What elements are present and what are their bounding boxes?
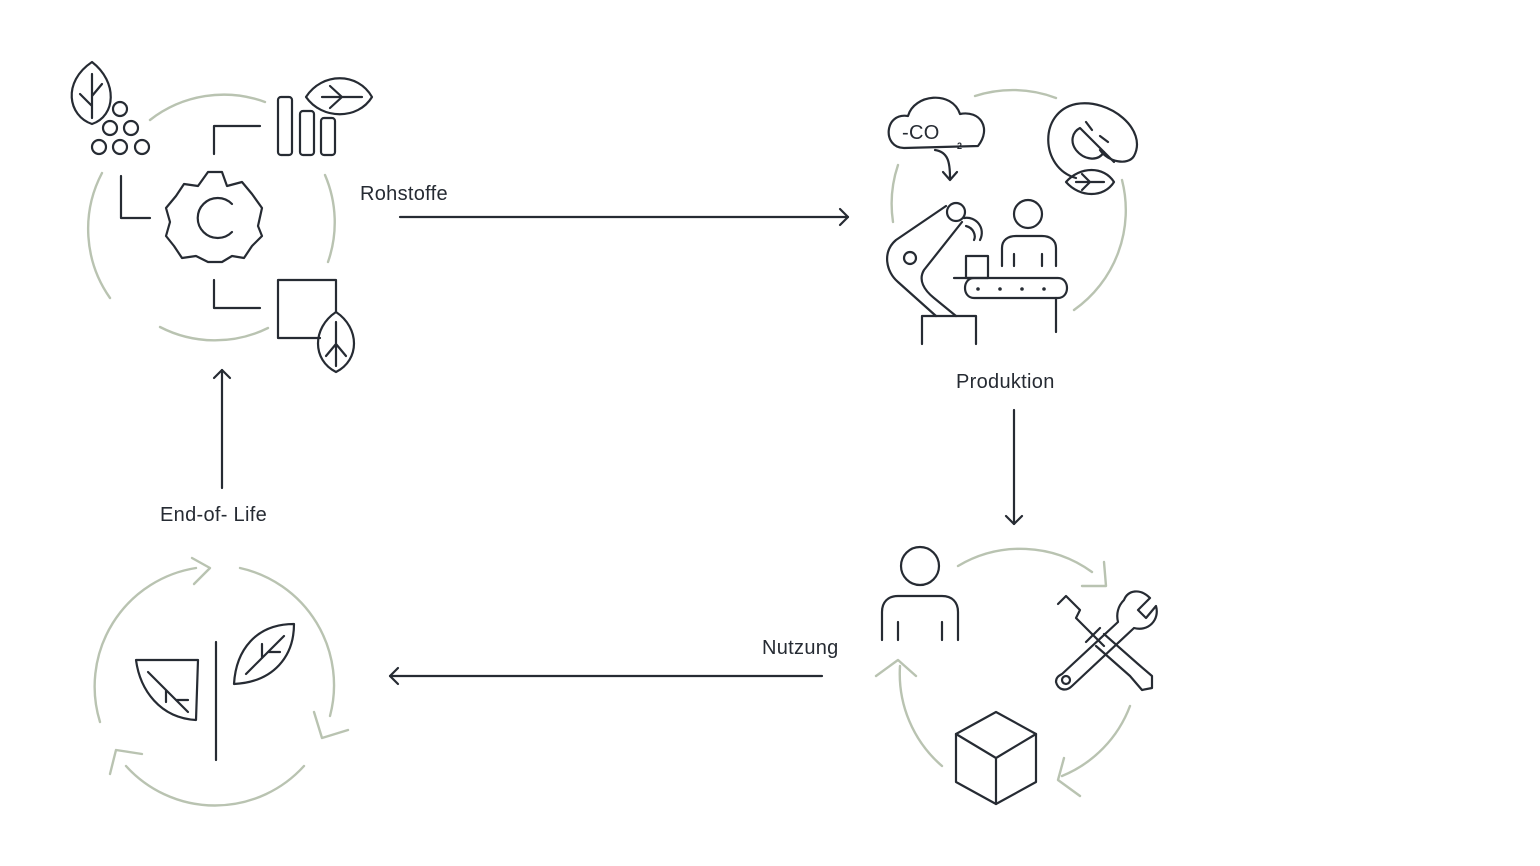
leaf-icon [70, 60, 112, 126]
raw-materials-connectors [119, 124, 262, 310]
raw-materials-group: Rohstoffe [70, 60, 448, 374]
label-end-of-life: End-of- Life [160, 504, 267, 526]
worker-icon [1000, 198, 1058, 268]
cloud-text: -CO [902, 122, 940, 144]
person-icon [880, 545, 960, 642]
recycle-arrows-icon [93, 556, 350, 807]
label-use: Nutzung [762, 637, 839, 659]
use-ring [874, 547, 1132, 798]
end-of-life-group: End-of- Life [93, 504, 350, 807]
leaves-icon [134, 622, 296, 762]
cloud-subscript: 2 [957, 141, 962, 151]
label-raw-materials: Rohstoffe [360, 183, 448, 205]
co2-cloud-icon: -CO 2 [887, 96, 986, 182]
robot-arm-icon [886, 201, 983, 346]
arrow-production-to-use [1004, 408, 1024, 526]
power-plug-icon [1047, 102, 1138, 195]
production-group: -CO 2 [886, 88, 1138, 393]
raw-materials-ring [86, 93, 336, 342]
square-icon [276, 278, 356, 374]
gear-icon [164, 170, 264, 264]
arrow-use-to-end-of-life [388, 666, 824, 686]
label-production: Produktion [956, 371, 1055, 393]
tools-icon [1054, 590, 1158, 692]
conveyor-belt-icon [952, 254, 1069, 334]
box-icon [954, 710, 1038, 806]
arrow-raw-to-production [398, 207, 850, 227]
production-ring [890, 88, 1127, 312]
arrow-end-of-life-to-raw [212, 368, 232, 490]
bar-chart-icon [276, 77, 374, 157]
granules-icon [90, 100, 151, 156]
use-group: Nutzung [762, 545, 1158, 806]
